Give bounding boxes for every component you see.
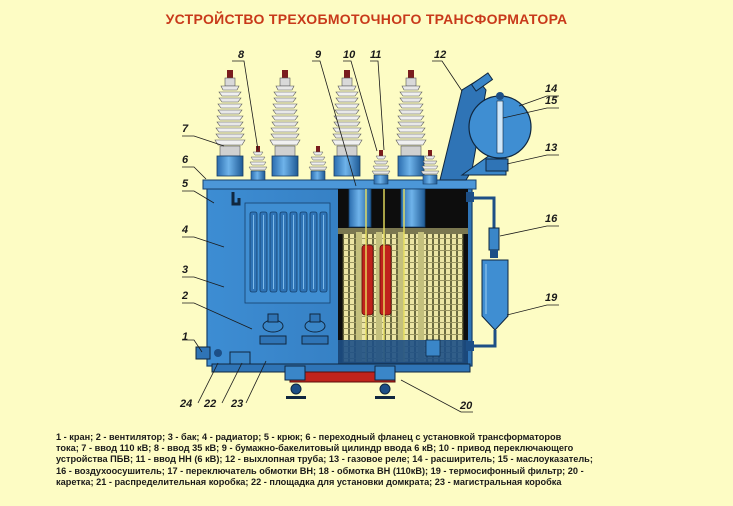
label-1: 1 (182, 331, 188, 343)
diagram-title: УСТРОЙСТВО ТРЕХОБМОТОЧНОГО ТРАНСФОРМАТОР… (165, 11, 568, 27)
label-22: 22 (203, 398, 216, 410)
label-10: 10 (343, 49, 356, 61)
label-23: 24 (179, 398, 192, 410)
label-14: 14 (545, 83, 557, 95)
legend-line: тока; 7 - ввод 110 кВ; 8 - ввод 35 кВ; 9… (56, 443, 574, 454)
label-12: 12 (434, 49, 446, 61)
base-frame (211, 363, 471, 373)
label-6: 6 (182, 154, 189, 166)
air-dryer (488, 227, 500, 251)
label-13: 13 (545, 142, 557, 154)
label-9: 9 (315, 49, 322, 61)
label-20: 20 (459, 400, 473, 412)
leader-lines (182, 60, 559, 413)
label-15: 15 (545, 95, 558, 107)
bushing-6kv (371, 149, 391, 185)
core (338, 228, 468, 234)
oil-gauge (496, 100, 504, 154)
gas-relay (485, 158, 509, 172)
breather-pipe (472, 196, 496, 232)
radiator (244, 202, 331, 304)
terminal-box (425, 339, 441, 357)
label-24: 23 (230, 398, 243, 410)
label-2: 2 (181, 290, 188, 302)
exhaust-pipe (439, 79, 487, 181)
legend: 1 - кран; 2 - вентилятор; 3 - бак; 4 - р… (56, 432, 706, 488)
legend-line: 16 - воздухоосушитель; 17 - переключател… (56, 465, 584, 476)
lifting-hook (231, 192, 241, 206)
tap-changer (361, 244, 374, 316)
fan (259, 313, 329, 345)
label-8: 8 (238, 49, 245, 61)
legend-line: устройства ПБВ; 11 - ввод НН (6 кВ); 12 … (56, 454, 593, 465)
valve (195, 346, 211, 360)
label-5: 5 (182, 178, 189, 190)
label-3: 3 (182, 264, 188, 276)
label-11: 11 (370, 49, 381, 61)
legend-line: 1 - кран; 2 - вентилятор; 3 - бак; 4 - р… (56, 432, 562, 442)
legend-line: каретка; 21 - распределительная коробка;… (56, 476, 562, 487)
label-7: 7 (182, 123, 189, 135)
thermosiphon-filter (481, 259, 509, 331)
label-4: 4 (181, 224, 188, 236)
label-19: 19 (545, 292, 558, 304)
label-16: 16 (545, 213, 558, 225)
